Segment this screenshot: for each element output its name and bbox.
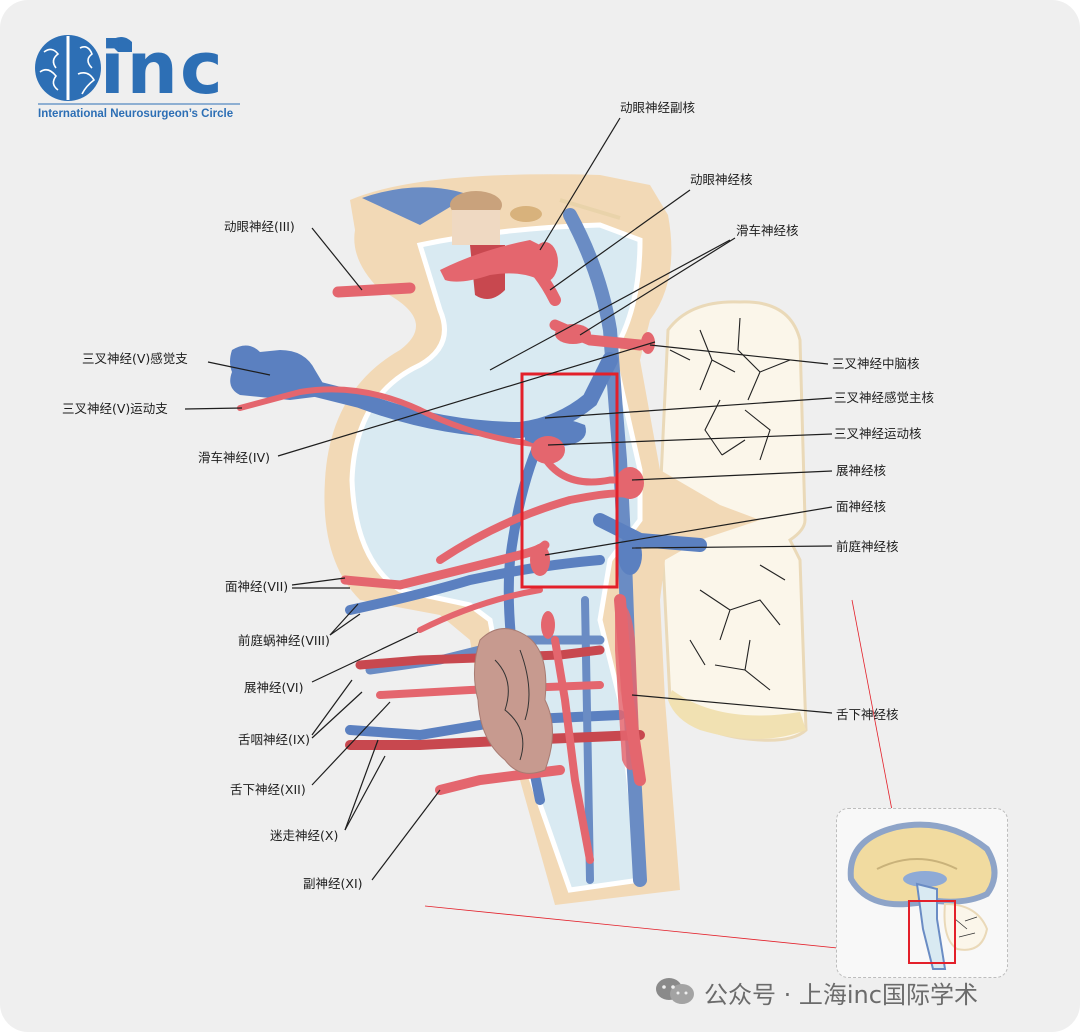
label-vestibulocochlear-nerve: 前庭蜗神经(VIII) <box>238 633 330 648</box>
label-trigeminal-motor-branch: 三叉神经(V)运动支 <box>62 401 168 416</box>
logo-wordmark: inc <box>100 26 225 110</box>
leader-lines <box>184 117 833 881</box>
label-vagus-nerve: 迷走神经(X) <box>270 828 339 843</box>
midbrain-nuclei <box>440 191 561 306</box>
trigeminal-sensory-branch <box>230 345 330 400</box>
label-oculomotor-nucleus: 动眼神经核 <box>690 172 753 187</box>
label-accessory-nerve: 副神经(XI) <box>303 876 363 891</box>
label-trigeminal-principal-sensory-nucleus: 三叉神经感觉主核 <box>834 390 935 405</box>
label-facial-nerve: 面神经(VII) <box>225 579 289 594</box>
label-abducens-nucleus: 展神经核 <box>836 463 887 478</box>
highlight-box <box>520 372 619 589</box>
label-oculomotor-accessory-nucleus: 动眼神经副核 <box>620 100 696 115</box>
label-oculomotor-nerve: 动眼神经(III) <box>224 219 295 234</box>
label-abducens-nerve: 展神经(VI) <box>244 680 304 695</box>
label-hypoglossal-nerve: 舌下神经(XII) <box>230 782 306 797</box>
label-trochlear-nucleus: 滑车神经核 <box>736 223 799 238</box>
label-vestibular-nucleus: 前庭神经核 <box>836 539 899 554</box>
logo-subtitle: International Neurosurgeon’s Circle <box>38 108 234 120</box>
inset-brain-image <box>847 821 998 970</box>
label-hypoglossal-nucleus: 舌下神经核 <box>836 707 899 722</box>
label-trigeminal-motor-nucleus: 三叉神经运动核 <box>834 426 922 441</box>
label-trigeminal-sensory-branch: 三叉神经(V)感觉支 <box>82 351 188 366</box>
wechat-icon <box>656 978 694 1004</box>
inset-brain-thumbnail <box>836 808 1008 978</box>
label-facial-nucleus: 面神经核 <box>836 499 887 514</box>
watermark-text: 公众号 · 上海inc国际学术 <box>704 981 978 1009</box>
cranial-nerve-nuclei <box>525 242 655 770</box>
label-trigeminal-mesencephalic-nucleus: 三叉神经中脑核 <box>832 356 920 371</box>
logo-brain-icon <box>35 35 240 105</box>
label-glossopharyngeal-nerve: 舌咽神经(IX) <box>238 732 311 747</box>
label-trochlear-nerve: 滑车神经(IV) <box>198 450 270 465</box>
inferior-olive <box>474 628 553 774</box>
